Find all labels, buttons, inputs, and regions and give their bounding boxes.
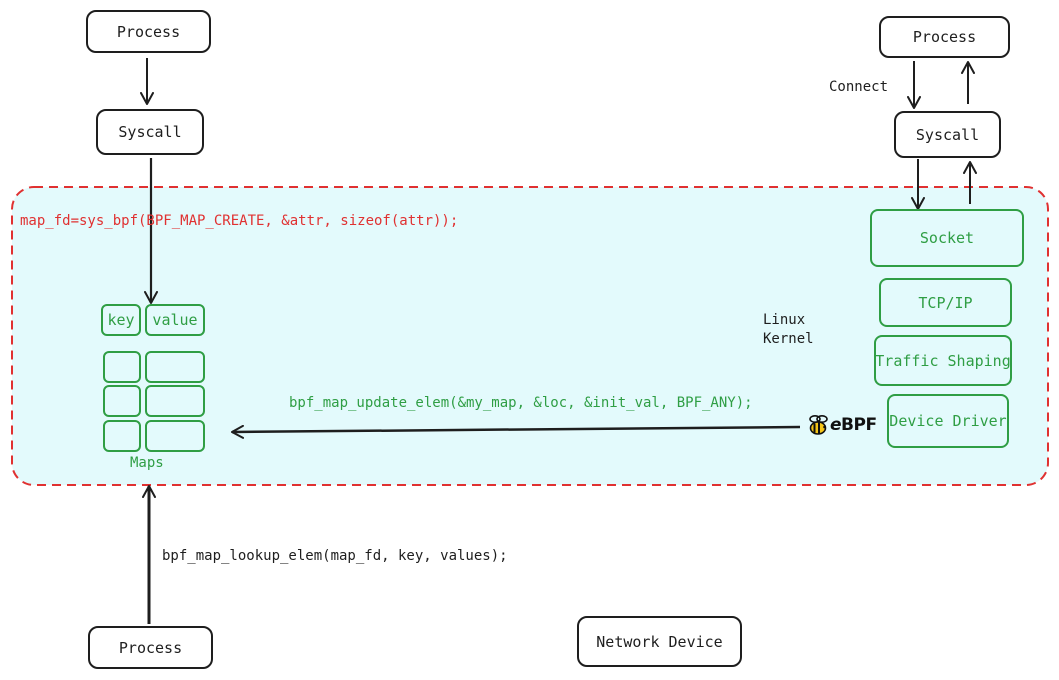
maps-row-2-value-cell[interactable] [145,385,205,417]
arrow-ebpf-to-maps-update [231,424,801,439]
maps-header-key[interactable]: key [101,304,141,336]
kernel-region [11,186,1049,486]
syscall-right[interactable]: Syscall [894,111,1001,158]
maps-row-2-key-cell[interactable] [103,385,141,417]
syscall-left[interactable]: Syscall [96,109,204,155]
process-bottom-left[interactable]: Process [88,626,213,669]
ebpf-wordmark: eBPF [830,415,877,435]
maps-row-3-key-cell[interactable] [103,420,141,452]
ebpf-logo: eBPF [806,412,882,438]
maps-row-1-key-cell[interactable] [103,351,141,383]
socket-box[interactable]: Socket [870,209,1024,267]
maps-label: Maps [130,455,164,471]
bee-icon [809,414,828,435]
map-lookup-call-label: bpf_map_lookup_elem(map_fd, key, values)… [162,548,508,564]
traffic-shaping-box[interactable]: Traffic Shaping [874,335,1012,386]
process-top-right[interactable]: Process [879,16,1010,58]
device-driver-box[interactable]: Device Driver [887,394,1009,448]
process-top-left[interactable]: Process [86,10,211,53]
maps-row-3-value-cell[interactable] [145,420,205,452]
network-device[interactable]: Network Device [577,616,742,667]
maps-row-1-value-cell[interactable] [145,351,205,383]
map-create-call-label: map_fd=sys_bpf(BPF_MAP_CREATE, &attr, si… [20,213,459,229]
maps-header-value[interactable]: value [145,304,205,336]
tcp-ip-box[interactable]: TCP/IP [879,278,1012,327]
kernel-label-line-1: Linux [763,312,806,328]
ebpf-wordmark-e: e [830,415,842,435]
connect-label: Connect [829,79,889,95]
ebpf-wordmark-bpf: BPF [841,415,877,435]
map-update-call-label: bpf_map_update_elem(&my_map, &loc, &init… [289,395,753,411]
kernel-label-line-2: Kernel [763,331,814,347]
